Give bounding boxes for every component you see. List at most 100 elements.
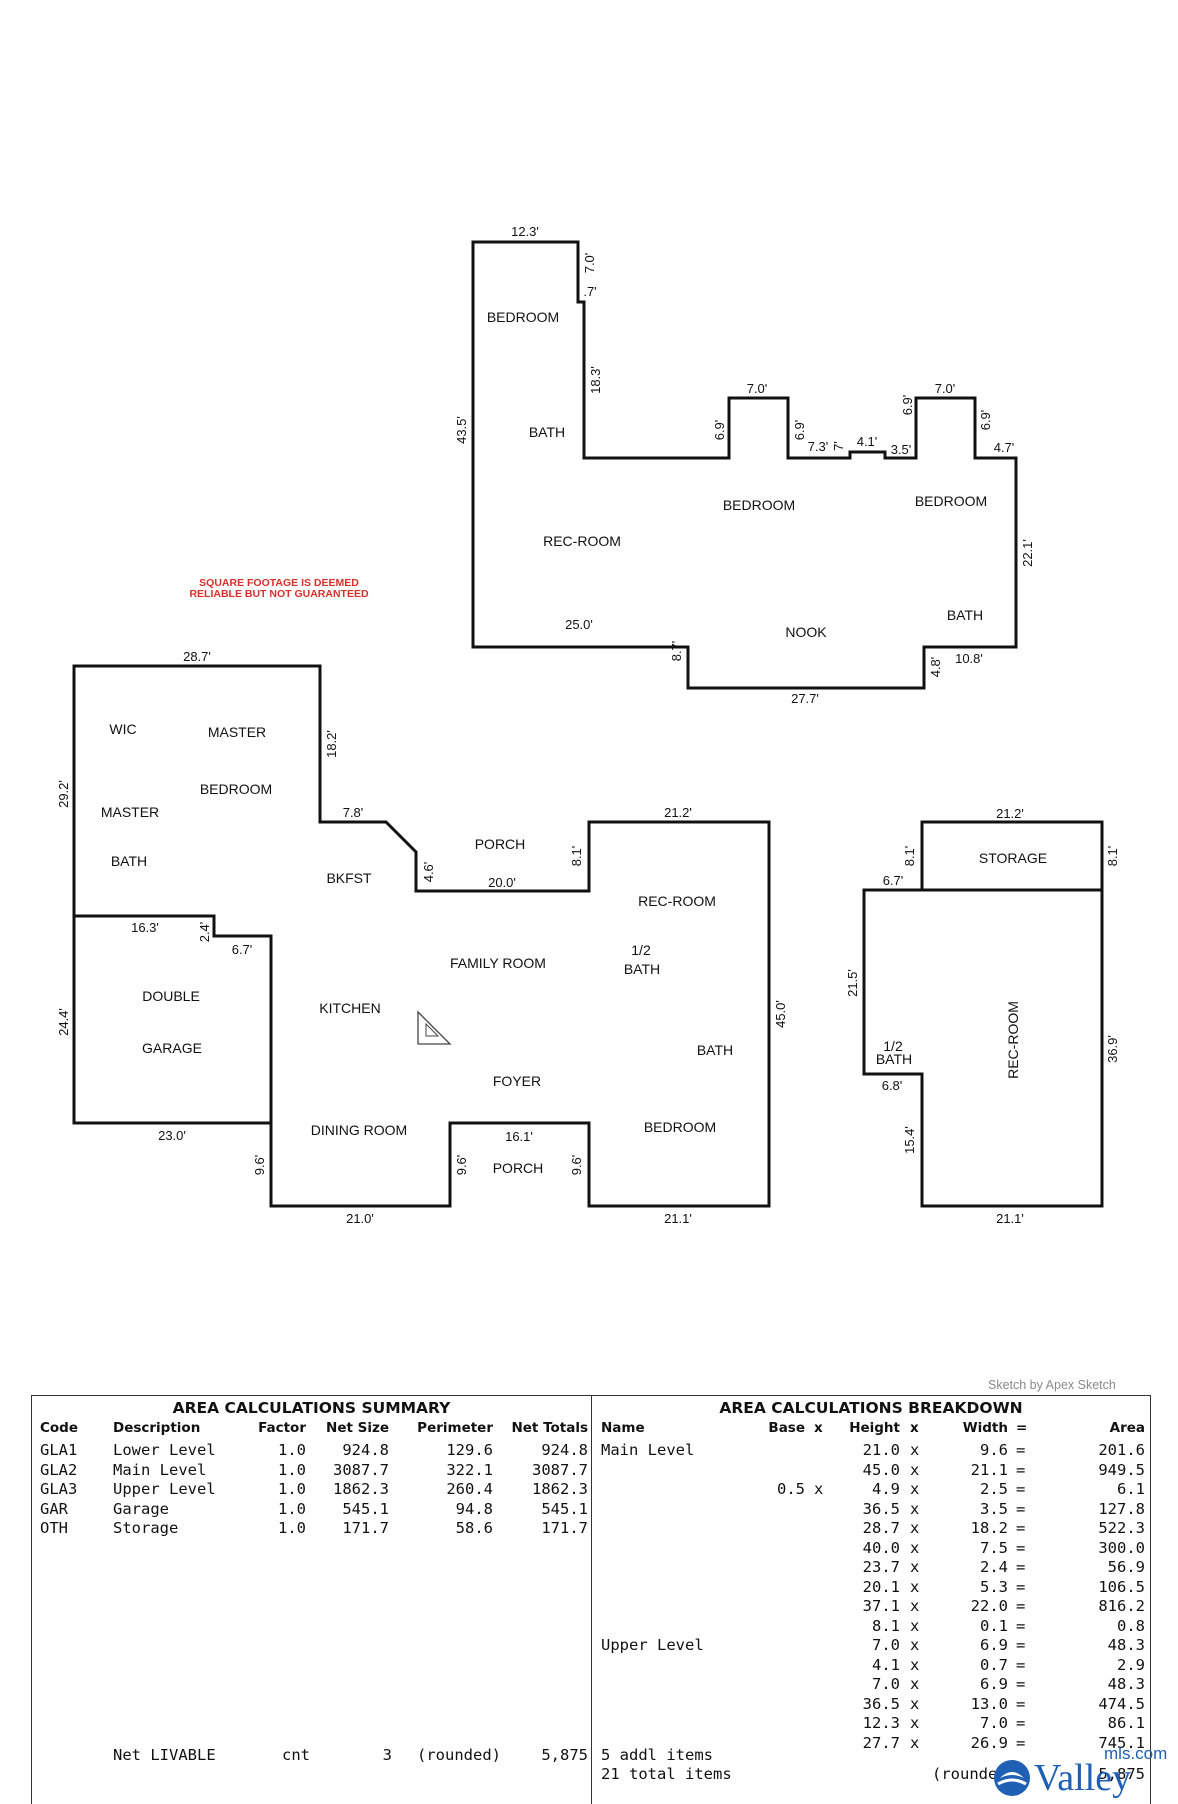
breakdown-base [732, 1636, 805, 1655]
dimension-label: 8.1' [569, 846, 584, 867]
breakdown-width: 5.3 [980, 1577, 1008, 1596]
room-label: DOUBLE [142, 988, 200, 1004]
dimension-label: 9.6' [252, 1155, 267, 1176]
dimension-label: 8.7' [669, 641, 684, 662]
breakdown-equals: = [1016, 1714, 1026, 1732]
dimension-label: 21.1' [996, 1211, 1024, 1226]
room-label: REC-ROOM [638, 893, 716, 909]
dimension-label: 22.1' [1020, 539, 1035, 567]
dimension-label: 16.3' [131, 920, 159, 935]
breakdown-base [732, 1441, 805, 1460]
breakdown-base: 0.5 [777, 1480, 805, 1498]
breakdown-base [732, 1675, 805, 1694]
breakdown-base [732, 1461, 805, 1480]
net-livable-label: Net LIVABLE [113, 1746, 216, 1764]
room-label: MASTER [101, 804, 159, 820]
dimension-label: 8.1' [902, 846, 917, 867]
header-net-totals: Net Totals [511, 1420, 588, 1436]
dimension-label: 6.9' [978, 410, 993, 431]
breakdown-base [732, 1500, 805, 1519]
room-label: DINING ROOM [311, 1122, 407, 1138]
summary-code: GLA2 [40, 1460, 78, 1479]
sketch-credit: Sketch by Apex Sketch [988, 1378, 1116, 1392]
summary-perimeter: 94.8 [455, 1499, 493, 1518]
header-base: Base [768, 1420, 805, 1436]
area-summary-panel: AREA CALCULATIONS SUMMARY Code Descripti… [32, 1396, 592, 1804]
dimension-label: 6.9' [792, 420, 807, 441]
summary-net-size: 1862.3 [333, 1480, 389, 1498]
room-label: PORCH [475, 836, 526, 852]
breakdown-height: 45.0 [862, 1460, 900, 1479]
area-breakdown-panel: AREA CALCULATIONS BREAKDOWN Name Base x … [592, 1396, 1150, 1804]
summary-description: Main Level [113, 1460, 207, 1479]
breakdown-area: 48.3 [1107, 1675, 1145, 1693]
breakdown-base [732, 1519, 805, 1538]
summary-perimeter: 260.4 [446, 1480, 493, 1498]
breakdown-equals: = [1016, 1616, 1026, 1635]
summary-factor: 1.0 [278, 1499, 306, 1518]
room-label: WIC [109, 721, 136, 737]
dimension-label: 28.7' [183, 649, 211, 664]
breakdown-equals: = [1016, 1519, 1026, 1537]
breakdown-area: 300.0 [1098, 1538, 1145, 1557]
dimension-label: 4.8' [928, 657, 943, 678]
dimension-label: 24.4' [56, 1008, 71, 1036]
breakdown-height: 12.3 [862, 1714, 900, 1732]
breakdown-base [732, 1617, 805, 1636]
breakdown-equals: = [1016, 1733, 1026, 1752]
dimension-label: 7.0' [582, 253, 597, 274]
summary-net-size: 3087.7 [333, 1460, 389, 1479]
breakdown-base [732, 1597, 805, 1616]
room-label: MASTER [208, 724, 266, 740]
storage-outline [862, 820, 1104, 1208]
header-x: x [814, 1420, 823, 1436]
summary-code: GAR [40, 1499, 68, 1518]
summary-description: Storage [113, 1519, 179, 1537]
dimension-label: 7' [831, 441, 846, 451]
disclaimer-line-1: SQUARE FOOTAGE IS DEEMED [199, 577, 359, 589]
breakdown-equals: = [1016, 1558, 1026, 1576]
dimension-label: 25.0' [565, 617, 593, 632]
breakdown-height: 36.5 [862, 1694, 900, 1713]
room-label: NOOK [785, 624, 827, 640]
dimension-label: 4.1' [857, 434, 878, 449]
breakdown-height: 28.7 [862, 1519, 900, 1537]
breakdown-area: 56.9 [1107, 1558, 1145, 1576]
summary-net-size: 171.7 [342, 1519, 389, 1537]
dimension-label: 3.5' [891, 442, 912, 457]
breakdown-width: 2.4 [980, 1558, 1008, 1576]
breakdown-width: 6.9 [980, 1636, 1008, 1654]
breakdown-x: x [910, 1460, 920, 1479]
upper-level-outline [471, 240, 1018, 690]
room-label: BEDROOM [723, 497, 795, 513]
breakdown-x: x [910, 1499, 920, 1518]
breakdown-equals: = [1016, 1694, 1026, 1713]
room-label: REC-ROOM [543, 533, 621, 549]
dimension-label: 45.0' [773, 1000, 788, 1028]
header-code: Code [40, 1420, 79, 1436]
breakdown-width: 26.9 [970, 1733, 1008, 1752]
breakdown-equals: = [1016, 1441, 1026, 1459]
breakdown-area: 745.1 [1098, 1733, 1145, 1752]
room-label: REC-ROOM [1005, 1001, 1021, 1079]
dimension-label: 4.6' [421, 862, 436, 883]
breakdown-x: x [910, 1733, 920, 1752]
breakdown-base [732, 1539, 805, 1558]
breakdown-area: 949.5 [1098, 1460, 1145, 1479]
breakdown-equals: = [1016, 1636, 1026, 1654]
dimension-label: 12.3' [511, 224, 539, 239]
dimension-label: 18.3' [588, 366, 603, 394]
breakdown-equals: = [1016, 1655, 1026, 1674]
summary-factor: 1.0 [278, 1480, 306, 1498]
dimension-label: 8.1' [1105, 846, 1120, 867]
breakdown-x: x [910, 1577, 920, 1596]
breakdown-base [732, 1714, 805, 1733]
breakdown-height: 20.1 [862, 1577, 900, 1596]
dimension-label: 6.9' [900, 395, 915, 416]
header-factor: Factor [258, 1420, 306, 1436]
net-livable-count: 3 [382, 1746, 392, 1764]
breakdown-base [732, 1558, 805, 1577]
total-items: 21 total items [601, 1765, 732, 1783]
breakdown-x: x [814, 1480, 824, 1498]
breakdown-area: 48.3 [1107, 1636, 1145, 1654]
